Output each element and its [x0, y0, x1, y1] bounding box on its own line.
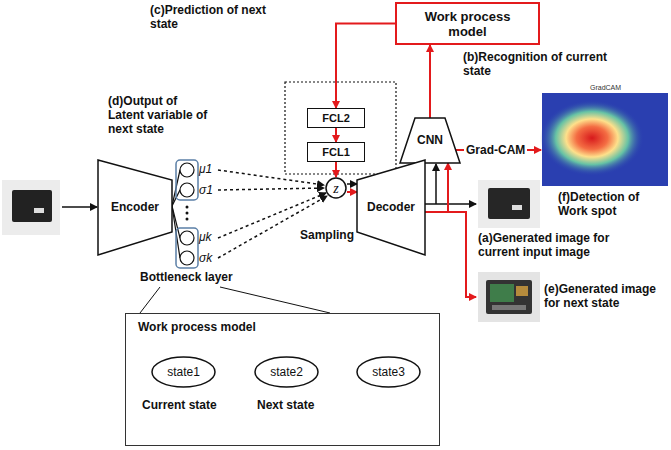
model-box: Work process model — [395, 2, 540, 45]
step-label: (f)Detection of Work spot — [558, 190, 668, 218]
variable-name: μ1 — [199, 162, 212, 176]
encoder-block: Encoder — [98, 160, 172, 255]
state-label: Current state — [142, 398, 217, 412]
arrow-line — [347, 183, 357, 185]
arrow-line — [435, 164, 437, 204]
connector-arrow — [425, 163, 448, 212]
state-node: state1 — [151, 356, 216, 388]
heatmap-image — [540, 84, 668, 186]
input-photo — [2, 180, 60, 235]
cnn-block: CNN — [400, 118, 460, 163]
arrow-line — [425, 203, 476, 205]
connector-arrow — [347, 191, 357, 193]
layer-box: FCL2 — [307, 108, 365, 128]
callout-line — [220, 287, 330, 313]
layer-label: Bottleneck layer — [140, 270, 233, 284]
latent-circle: z — [325, 177, 347, 199]
node-text: state2 — [270, 365, 303, 380]
node-text: z — [333, 181, 338, 196]
state-node: state3 — [356, 356, 421, 388]
dotted-frame — [285, 82, 396, 174]
step-label: (d)Output of Latent variable of next sta… — [108, 94, 216, 136]
connector-arrow — [335, 128, 337, 142]
arrow-label: Grad-CAM — [464, 143, 527, 157]
layer-box: FCL1 — [307, 142, 365, 162]
node-text: Encoder — [111, 200, 159, 215]
generated-photo — [478, 272, 540, 322]
callout-line — [140, 287, 160, 313]
image-title: GradCAM — [590, 84, 621, 92]
node-text: Work process model — [418, 9, 518, 39]
generated-photo — [478, 180, 540, 228]
step-label: (e)Generated image for next state — [544, 282, 669, 310]
node-text: Work process model — [138, 320, 256, 335]
node-text: state1 — [167, 365, 200, 380]
node-text: FCL2 — [322, 111, 350, 126]
process-label: Sampling — [300, 228, 354, 242]
node-text: FCL1 — [322, 145, 350, 160]
state-node: state2 — [254, 356, 319, 388]
sampling-arrows — [218, 170, 327, 258]
arrow-line — [425, 212, 476, 297]
connector-arrow — [335, 162, 337, 177]
node-text: Decoder — [367, 200, 415, 215]
connector-arrow — [429, 45, 431, 118]
arrow-line — [62, 206, 97, 208]
decoder-block: Decoder — [357, 160, 425, 255]
variable-name: σ1 — [199, 183, 213, 197]
state-label: Next state — [257, 398, 314, 412]
bottleneck-units — [176, 160, 198, 268]
model-panel: Work process model state1 state2 state3 — [125, 313, 440, 446]
variable-name: σk — [199, 251, 212, 265]
node-text: CNN — [417, 133, 443, 148]
step-label: (b)Recognition of current state — [463, 50, 613, 78]
step-label: (a)Generated image for current input ima… — [478, 231, 650, 259]
node-text: state3 — [372, 365, 405, 380]
step-label: (c)Prediction of next state — [150, 3, 268, 31]
variable-name: μk — [199, 230, 212, 244]
connector-arrow — [336, 24, 395, 109]
